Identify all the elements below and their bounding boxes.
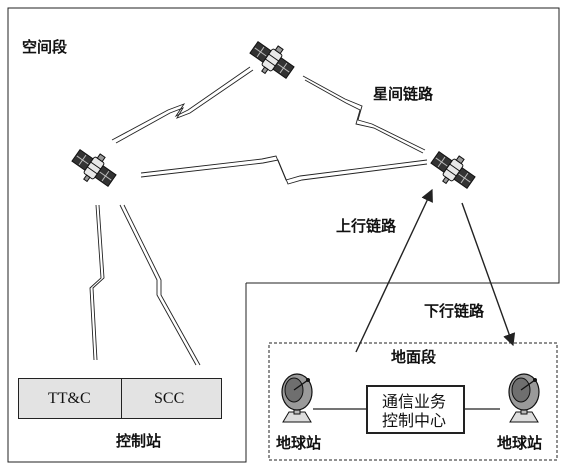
satellite-icon <box>425 144 481 196</box>
downlink-label: 下行链路 <box>424 302 485 320</box>
ttc-box: TT&C <box>18 378 122 419</box>
link-left-top-2 <box>115 69 254 144</box>
link-scc <box>119 204 197 366</box>
service-center-line1: 通信业务 <box>382 392 447 411</box>
earth-station-right-label: 地球站 <box>497 434 543 452</box>
uplink-label: 上行链路 <box>336 217 397 235</box>
ttc-label: TT&C <box>48 390 91 407</box>
satellite-icon <box>66 142 122 194</box>
space-segment-label: 空间段 <box>22 38 68 56</box>
link-left-right <box>140 155 428 181</box>
uplink-arrow <box>355 188 433 353</box>
scc-box: SCC <box>121 378 222 419</box>
space-segment-frame <box>7 7 560 463</box>
link-ttc-2 <box>92 204 105 361</box>
satellite-icon <box>244 34 300 86</box>
link-ttc <box>89 204 102 361</box>
link-scc-2 <box>123 204 201 366</box>
service-center-line2: 控制中心 <box>382 411 447 430</box>
satellite-dish-icon <box>508 373 540 423</box>
satellite-dish-icon <box>281 373 313 423</box>
scc-label: SCC <box>154 390 185 407</box>
inter-satellite-links <box>89 66 428 366</box>
ground-segment-frame <box>268 342 558 461</box>
earth-station-left-label: 地球站 <box>276 434 322 452</box>
link-left-right-2 <box>140 159 428 185</box>
downlink-arrow <box>461 202 516 347</box>
ground-segment-label: 地面段 <box>391 348 437 366</box>
inter-satellite-link-label: 星间链路 <box>373 85 434 103</box>
link-top-right-2 <box>304 79 424 154</box>
service-control-center-box: 通信业务 控制中心 <box>366 385 465 434</box>
link-top-right <box>302 75 426 151</box>
link-left-top <box>111 66 251 141</box>
control-station-label: 控制站 <box>116 432 162 450</box>
